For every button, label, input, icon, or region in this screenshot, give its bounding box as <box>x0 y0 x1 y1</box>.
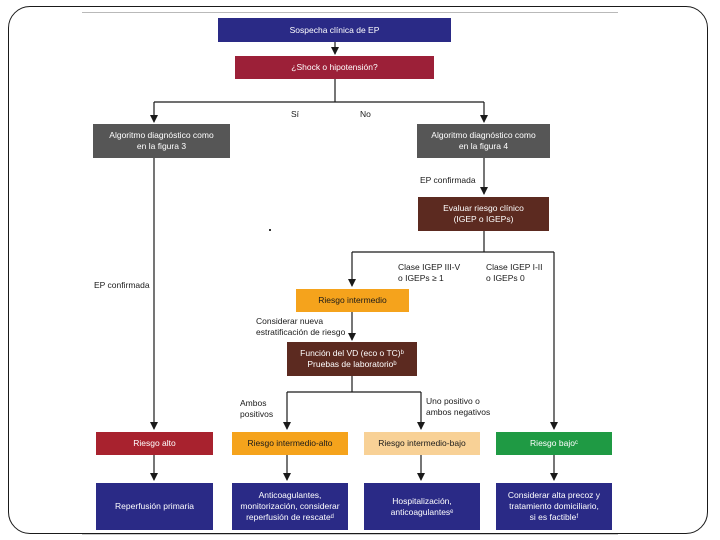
node-riesgo-bajo: Riesgo bajoᶜ <box>496 432 612 455</box>
node-sospecha: Sospecha clínica de EP <box>218 18 451 42</box>
node-riesgo-intermedio: Riesgo intermedio <box>296 289 409 312</box>
label-ambos-positivos: Ambos positivos <box>240 398 274 419</box>
label-si: Sí <box>291 109 300 119</box>
node-algoritmo-fig4: Algoritmo diagnóstico como en la figura … <box>417 124 550 158</box>
node-hospitalizacion: Hospitalización, anticoagulantesᵉ <box>364 483 480 530</box>
node-funcion-vd: Función del VD (eco o TC)ᵇ Pruebas de la… <box>287 342 417 376</box>
node-riesgo-alto: Riesgo alto <box>96 432 213 455</box>
node-evaluar-riesgo: Evaluar riesgo clínico (IGEP o IGEPs) <box>418 197 549 231</box>
label-clase-iii-v: Clase IGEP III-V o IGEPs ≥ 1 <box>398 262 461 283</box>
node-alta-precoz: Considerar alta precoz y tratamiento dom… <box>496 483 612 530</box>
node-anticoagulantes: Anticoagulantes, monitorización, conside… <box>232 483 348 530</box>
node-algoritmo-fig3: Algoritmo diagnóstico como en la figura … <box>93 124 230 158</box>
node-shock: ¿Shock o hipotensión? <box>235 56 434 79</box>
slide-frame <box>8 6 708 534</box>
stray-mark <box>269 229 271 231</box>
node-riesgo-intermedio-bajo: Riesgo intermedio-bajo <box>364 432 480 455</box>
bottom-rule <box>82 534 618 535</box>
label-no: No <box>360 109 371 119</box>
top-rule <box>82 12 618 13</box>
label-ep-confirmada-right: EP confirmada <box>420 175 476 185</box>
node-riesgo-intermedio-alto: Riesgo intermedio-alto <box>232 432 348 455</box>
label-clase-i-ii: Clase IGEP I-II o IGEPs 0 <box>486 262 543 283</box>
label-considerar-estratificacion: Considerar nueva estratificación de ries… <box>256 316 346 337</box>
node-reperfusion-primaria: Reperfusión primaria <box>96 483 213 530</box>
label-ep-confirmada-left: EP confirmada <box>94 280 150 290</box>
label-uno-positivo: Uno positivo o ambos negativos <box>426 396 491 417</box>
